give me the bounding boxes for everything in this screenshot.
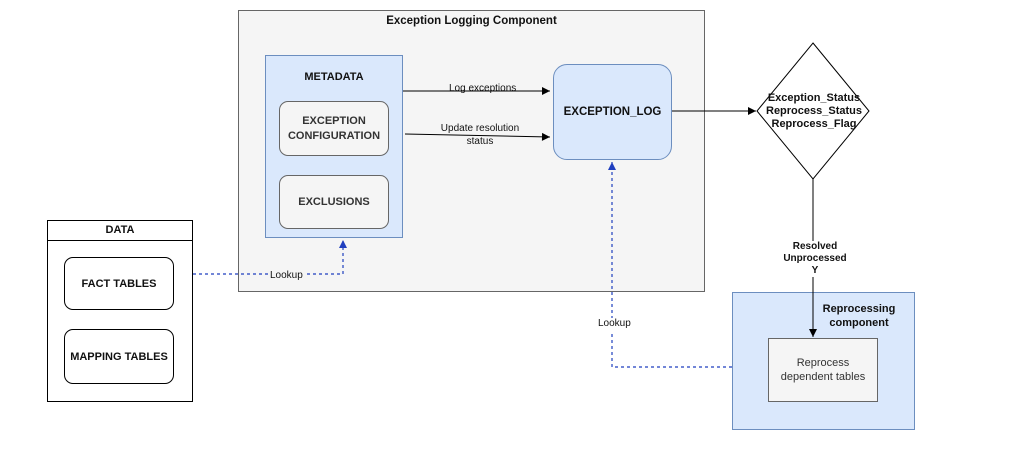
edge-label-update-resolution: Update resolution status — [440, 123, 520, 147]
fact-tables-box: FACT TABLES — [64, 257, 174, 310]
exclusions-box: EXCLUSIONS — [279, 175, 389, 229]
edge-update-resolution — [404, 132, 551, 141]
fact-tables-label: FACT TABLES — [81, 277, 157, 290]
edge-lookup-log — [608, 162, 732, 368]
exception-configuration-box: EXCEPTION CONFIGURATION — [279, 101, 389, 156]
mapping-tables-label: MAPPING TABLES — [70, 350, 168, 363]
data-title: DATA — [105, 224, 135, 236]
reprocess-dependent-tables-box: Reprocess dependent tables — [768, 338, 878, 402]
exception-configuration-label: EXCEPTION CONFIGURATION — [287, 114, 381, 142]
reprocessing-title: Reprocessing component — [800, 303, 918, 331]
reprocessing-title-label: Reprocessing component — [822, 303, 896, 329]
metadata-title: METADATA — [304, 71, 364, 83]
edge-label-log-exceptions: Log exceptions — [449, 83, 517, 94]
exclusions-label: EXCLUSIONS — [298, 195, 370, 208]
exception-log-label: EXCEPTION_LOG — [563, 106, 662, 118]
edge-label-resolved: Resolved Unprocessed Y — [774, 241, 856, 277]
decision-label: Exception_Status Reprocess_Status Reproc… — [757, 92, 871, 132]
edge-lookup-metadata — [193, 240, 347, 275]
mapping-tables-box: MAPPING TABLES — [64, 329, 174, 384]
exception-log-box: EXCEPTION_LOG — [553, 64, 672, 160]
exception-logging-component-title: Exception Logging Component — [386, 15, 557, 27]
edge-label-lookup-log: Lookup — [597, 318, 632, 331]
decision-label-text: Exception_Status Reprocess_Status Reproc… — [766, 92, 862, 131]
data-header: DATA — [47, 220, 193, 241]
edge-label-lookup-metadata: Lookup — [269, 270, 304, 283]
reprocess-dependent-tables-label: Reprocess dependent tables — [780, 356, 866, 383]
